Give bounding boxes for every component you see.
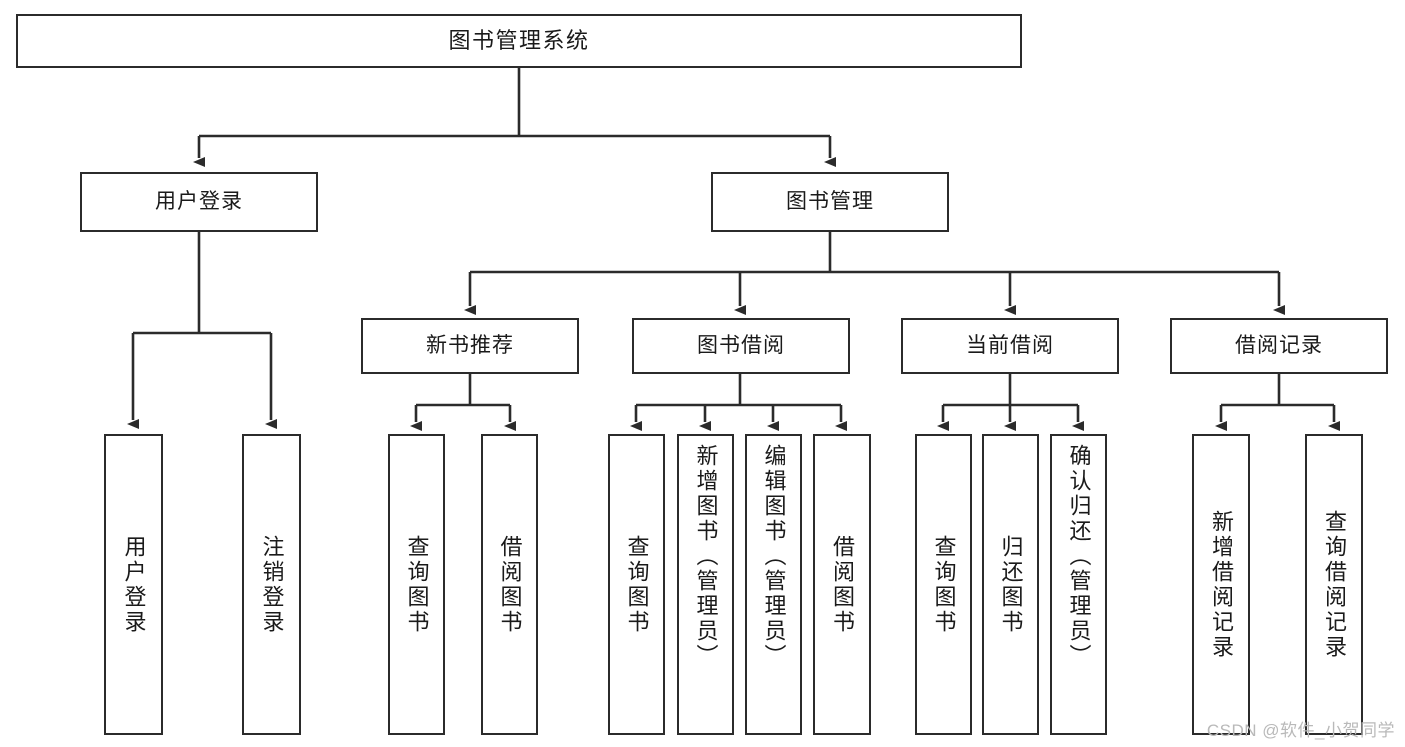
node-root-label: 图书管理系统: [448, 28, 590, 54]
node-leaf-add-borrow-record[interactable]: 新增借阅记录: [1192, 434, 1250, 735]
node-new-book-recommend[interactable]: 新书推荐: [361, 318, 579, 374]
node-leaf-borrow-book-recommend-label: 借阅图书: [497, 534, 523, 635]
node-leaf-edit-book-label: 编辑图书（管理员）: [761, 444, 787, 669]
node-root[interactable]: 图书管理系统: [16, 14, 1022, 68]
node-leaf-query-borrow-record[interactable]: 查询借阅记录: [1305, 434, 1363, 735]
node-leaf-user-login-label: 用户登录: [121, 534, 147, 635]
node-current-borrow[interactable]: 当前借阅: [901, 318, 1119, 374]
node-leaf-return-book[interactable]: 归还图书: [982, 434, 1039, 735]
node-user-login[interactable]: 用户登录: [80, 172, 318, 232]
node-leaf-user-logout-label: 注销登录: [259, 534, 285, 635]
node-leaf-query-book-recommend-label: 查询图书: [404, 534, 430, 635]
node-leaf-query-book-current-label: 查询图书: [931, 534, 957, 635]
node-leaf-borrow-book-label: 借阅图书: [830, 534, 855, 635]
node-leaf-query-book-borrow[interactable]: 查询图书: [608, 434, 665, 735]
node-book-borrow-label: 图书借阅: [697, 333, 785, 357]
node-leaf-edit-book[interactable]: 编辑图书（管理员）: [745, 434, 802, 735]
node-book-borrow[interactable]: 图书借阅: [632, 318, 850, 374]
node-user-login-label: 用户登录: [155, 189, 243, 213]
node-leaf-add-borrow-record-label: 新增借阅记录: [1209, 509, 1234, 660]
node-current-borrow-label: 当前借阅: [966, 333, 1054, 357]
node-borrow-record[interactable]: 借阅记录: [1170, 318, 1388, 374]
node-leaf-user-logout[interactable]: 注销登录: [242, 434, 301, 735]
node-leaf-query-book-current[interactable]: 查询图书: [915, 434, 972, 735]
node-new-book-recommend-label: 新书推荐: [426, 333, 514, 357]
node-leaf-query-borrow-record-label: 查询借阅记录: [1322, 509, 1347, 660]
node-book-manage-label: 图书管理: [786, 189, 874, 213]
node-leaf-borrow-book-recommend[interactable]: 借阅图书: [481, 434, 538, 735]
node-leaf-user-login[interactable]: 用户登录: [104, 434, 163, 735]
node-leaf-add-book-label: 新增图书（管理员）: [693, 444, 719, 669]
watermark-text: CSDN @软件_小贺同学: [1206, 721, 1395, 740]
node-leaf-confirm-return-label: 确认归还（管理员）: [1066, 444, 1092, 669]
node-leaf-query-book-borrow-label: 查询图书: [624, 534, 650, 635]
node-book-manage[interactable]: 图书管理: [711, 172, 949, 232]
node-leaf-query-book-recommend[interactable]: 查询图书: [388, 434, 445, 735]
node-leaf-confirm-return[interactable]: 确认归还（管理员）: [1050, 434, 1107, 735]
node-borrow-record-label: 借阅记录: [1235, 333, 1323, 357]
node-leaf-add-book[interactable]: 新增图书（管理员）: [677, 434, 734, 735]
node-leaf-borrow-book[interactable]: 借阅图书: [813, 434, 871, 735]
node-leaf-return-book-label: 归还图书: [998, 534, 1024, 635]
